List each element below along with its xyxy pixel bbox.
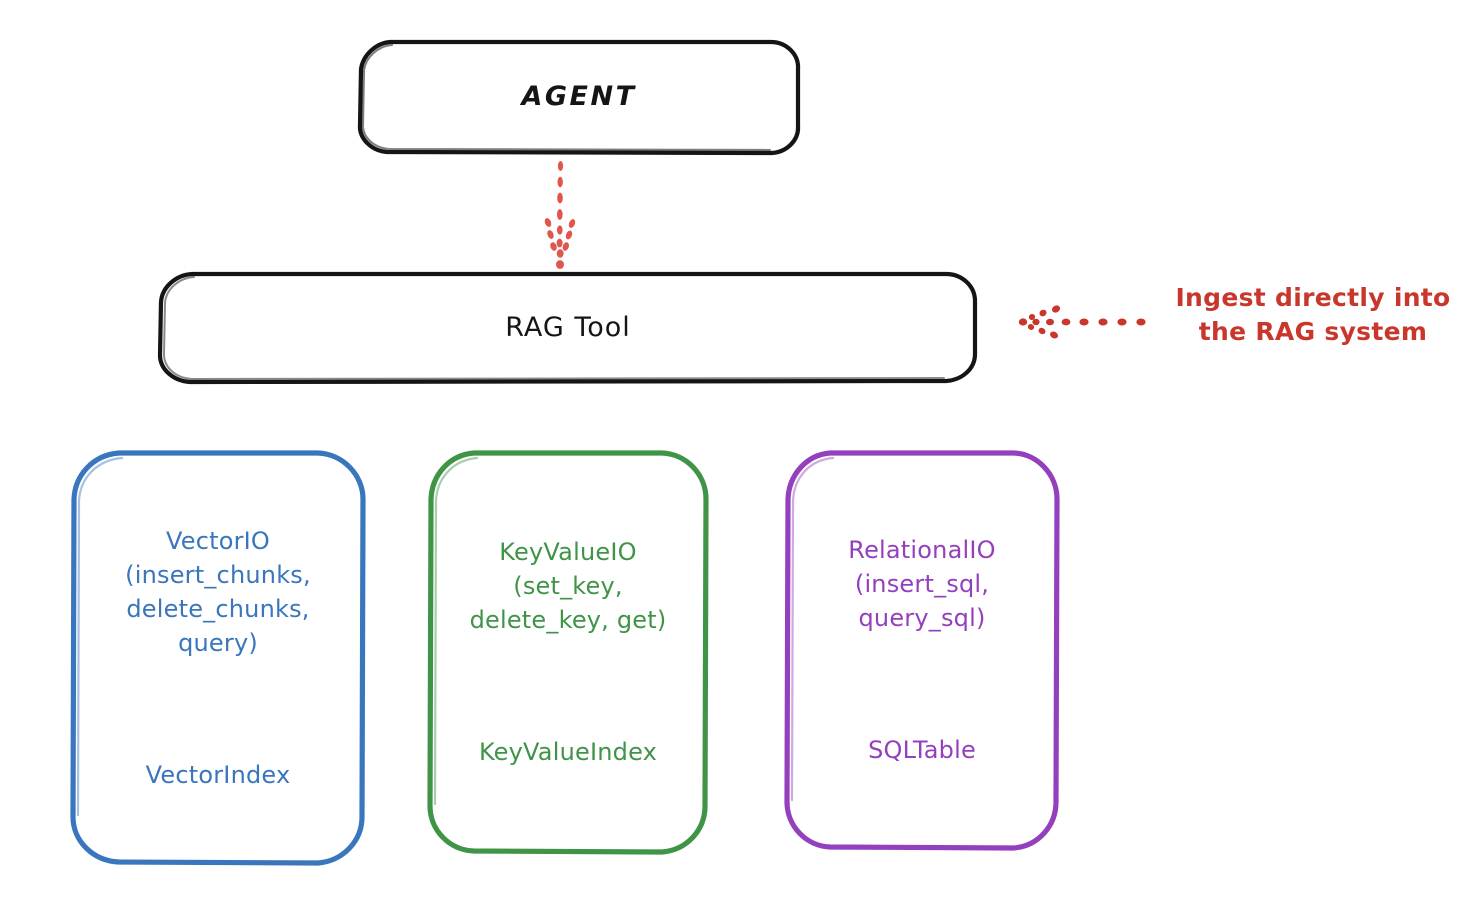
key-value-io-node-label: KeyValueIO (set_key, delete_key, get) Ke… <box>470 501 667 804</box>
relational-io-spacer <box>848 669 995 699</box>
rag-tool-node[interactable]: RAG Tool <box>156 271 980 385</box>
relational-io-api-text: RelationalIO (insert_sql, query_sql) <box>848 535 996 632</box>
vector-io-node-label: VectorIO (insert_chunks, delete_chunks, … <box>125 490 311 827</box>
key-value-io-spacer <box>470 671 667 701</box>
vector-io-node[interactable]: VectorIO (insert_chunks, delete_chunks, … <box>69 449 367 867</box>
connector-agent-to-rag-tool <box>544 161 576 269</box>
key-value-io-node[interactable]: KeyValueIO (set_key, delete_key, get) Ke… <box>426 449 710 855</box>
rag-tool-node-label: RAG Tool <box>505 311 631 343</box>
relational-io-node-label: RelationalIO (insert_sql, query_sql) SQL… <box>848 499 995 802</box>
connector-ingest-to-rag-tool <box>1018 305 1146 339</box>
key-value-io-api-text: KeyValueIO (set_key, delete_key, get) <box>469 537 667 634</box>
ingest-annotation-label: Ingest directly into the RAG system <box>1175 283 1451 346</box>
vector-io-api-text: VectorIO (insert_chunks, delete_chunks, … <box>125 526 311 657</box>
vector-io-spacer <box>125 694 311 724</box>
agent-node-label: AGENT <box>521 81 637 113</box>
vector-io-index-text: VectorIndex <box>145 761 291 790</box>
agent-node[interactable]: AGENT <box>356 39 802 156</box>
relational-io-index-text: SQLTable <box>868 736 976 765</box>
relational-io-node[interactable]: RelationalIO (insert_sql, query_sql) SQL… <box>783 449 1061 851</box>
key-value-io-index-text: KeyValueIndex <box>478 738 658 767</box>
